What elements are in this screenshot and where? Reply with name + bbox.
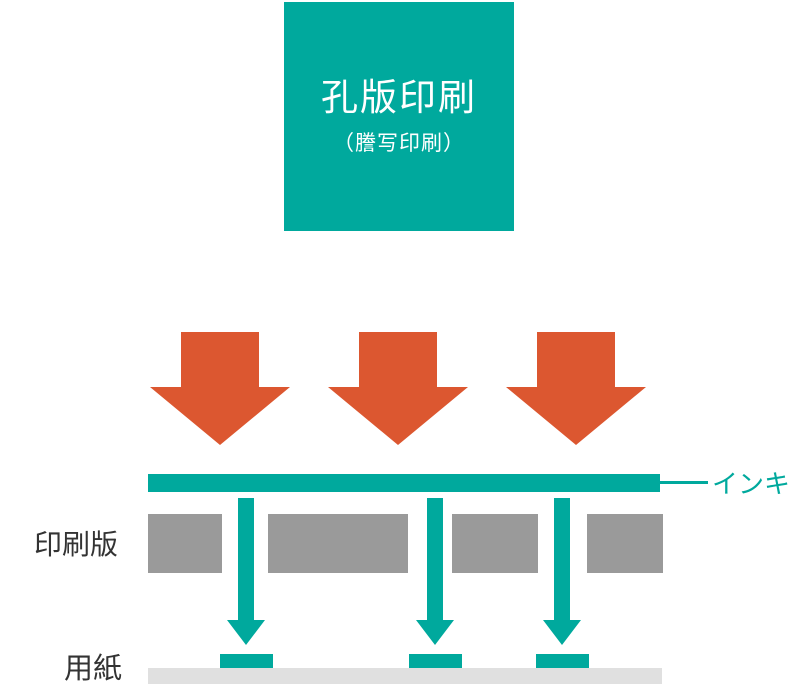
ink-flow-down-arrow-icon bbox=[543, 498, 581, 645]
plate-label: 印刷版 bbox=[34, 529, 119, 560]
ink-deposit bbox=[536, 654, 589, 668]
diagram-title: 孔版印刷 bbox=[321, 76, 477, 118]
ink-label: インキ bbox=[712, 469, 791, 499]
plate-block bbox=[148, 514, 222, 573]
ink-callout-line bbox=[660, 481, 708, 484]
ink-deposit bbox=[220, 654, 273, 668]
ink-flow-down-arrow-icon bbox=[227, 498, 265, 645]
ink-flow-down-arrow-icon bbox=[416, 498, 454, 645]
ink-layer-bar bbox=[148, 474, 660, 492]
paper-label: 用紙 bbox=[64, 653, 123, 685]
plate-block bbox=[452, 514, 538, 573]
title-box: 孔版印刷 （謄写印刷） bbox=[284, 2, 514, 231]
pressure-down-arrow-icon bbox=[150, 332, 290, 445]
plate-block bbox=[268, 514, 408, 573]
pressure-down-arrow-icon bbox=[328, 332, 468, 445]
paper-bar bbox=[148, 668, 662, 684]
ink-deposit bbox=[409, 654, 462, 668]
pressure-down-arrow-icon bbox=[506, 332, 646, 445]
plate-block bbox=[587, 514, 663, 573]
diagram-subtitle: （謄写印刷） bbox=[333, 131, 465, 155]
